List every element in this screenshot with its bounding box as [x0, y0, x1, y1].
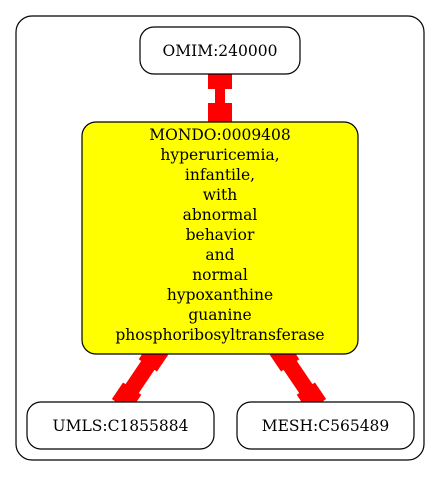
node-mondo-line: and	[205, 246, 234, 264]
cluster-frame	[15, 15, 425, 461]
edge-omim-mondo	[208, 69, 232, 128]
node-mondo-line: with	[203, 186, 237, 204]
node-mondo-line: phosphoribosyltransferase	[115, 326, 324, 344]
node-omim-box	[139, 26, 301, 75]
node-mondo-line: hypoxanthine	[167, 286, 273, 304]
node-mesh-label: MESH:C565489	[262, 417, 390, 435]
node-mondo-box	[81, 121, 359, 355]
node-mondo-line: infantile,	[185, 166, 255, 184]
node-mesh-box	[236, 401, 415, 450]
node-umls-label: UMLS:C1855884	[53, 417, 189, 435]
node-mondo-line: abnormal	[183, 206, 258, 224]
node-mondo-line: hyperuricemia,	[160, 146, 279, 164]
node-mesh[interactable]: MESH:C565489	[236, 401, 415, 450]
node-mondo[interactable]: MONDO:0009408 hyperuricemia, infantile, …	[81, 121, 359, 355]
node-umls-box	[26, 401, 215, 450]
node-omim[interactable]: OMIM:240000	[139, 26, 301, 75]
node-omim-label: OMIM:240000	[163, 42, 278, 60]
node-mondo-line: guanine	[188, 306, 251, 324]
node-umls[interactable]: UMLS:C1855884	[26, 401, 215, 450]
node-mondo-line: normal	[192, 266, 248, 284]
node-mondo-line: MONDO:0009408	[149, 126, 291, 144]
node-mondo-line: behavior	[186, 226, 255, 244]
